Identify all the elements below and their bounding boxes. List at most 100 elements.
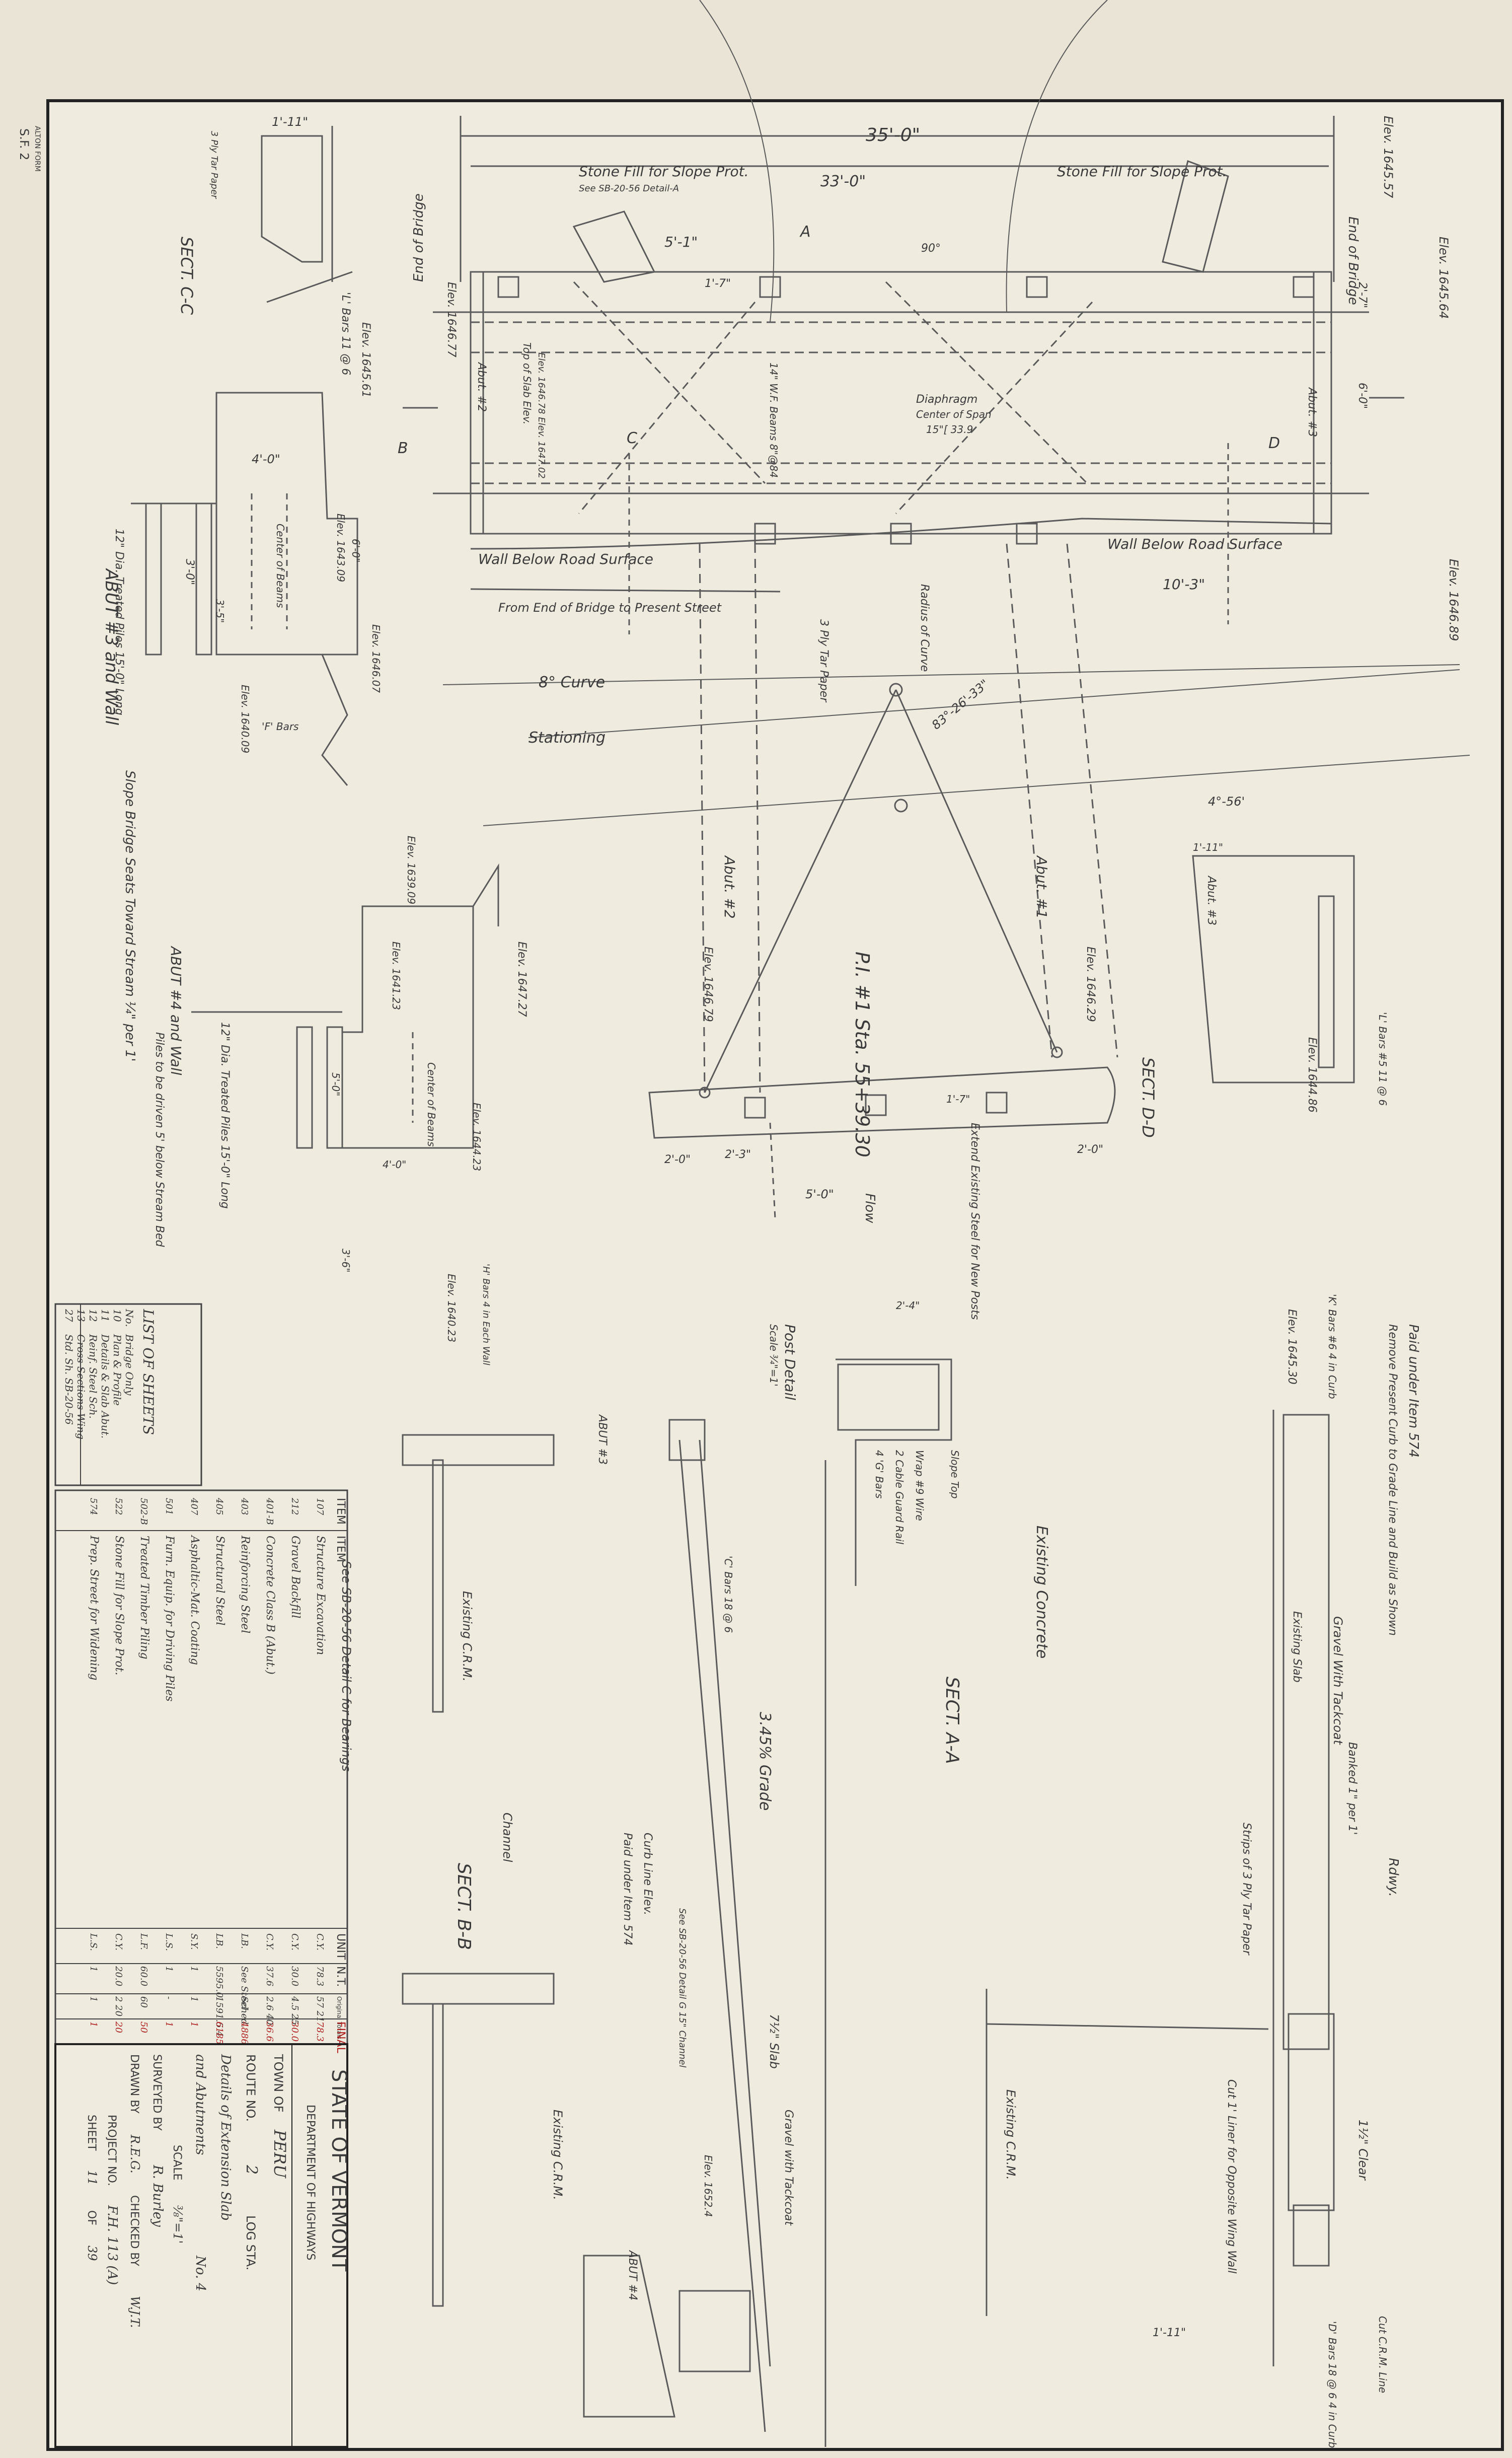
pi-station: P.I. #1 Sta. 55+39.30 bbox=[851, 952, 873, 1158]
quantity-cell: 107 bbox=[315, 1498, 325, 1515]
extend-steel: Extend Existing Steel for New Posts bbox=[968, 1123, 981, 1320]
quantity-cell: 20.0 bbox=[113, 1966, 124, 1986]
stationing: Stationing bbox=[528, 729, 606, 747]
cc-tar: 3 Ply Tar Paper bbox=[209, 131, 219, 199]
post-wrap: Wrap #9 Wire bbox=[914, 1450, 926, 1521]
quantities-header: UNIT bbox=[334, 1933, 347, 1960]
dd-dim: 1'-11" bbox=[1193, 841, 1223, 853]
bb-bars: 'C' Bars 18 @ 6 bbox=[722, 1556, 734, 1633]
plan-view bbox=[403, 0, 1470, 1219]
bb-gravel: Gravel with Tackcoat bbox=[782, 2110, 795, 2226]
abut3-label: Abut. #3 bbox=[1306, 387, 1318, 437]
quantity-cell: 30.0 bbox=[289, 1966, 300, 1986]
angle-90: 90° bbox=[921, 242, 941, 255]
wall-below-right: Wall Below Road Surface bbox=[1107, 536, 1282, 552]
lower-sections bbox=[402, 1410, 1335, 2432]
quantity-cell: 1 bbox=[189, 1966, 199, 1972]
tar-paper-plan: 3 Ply Tar Paper bbox=[817, 619, 830, 703]
quantity-cell: 78.3 bbox=[315, 2021, 325, 2042]
dd-bars: 'L' Bars #5 11 @ 6 bbox=[1377, 1012, 1389, 1106]
quantity-cell: 2.6 40 bbox=[264, 1996, 275, 2025]
details-line2: and Abutments bbox=[193, 2054, 208, 2155]
aa-rdwy: Rdwy. bbox=[1386, 1858, 1401, 1897]
quantity-cell: 60.0 bbox=[138, 1966, 149, 1986]
stone-fill-left-ref: See SB-20-56 Detail-A bbox=[579, 183, 679, 194]
elev-1646-29: Elev. 1646.29 bbox=[1084, 947, 1097, 1022]
quantity-cell: See Steel bbox=[239, 1966, 250, 2009]
dim-2-0b: 2'-0" bbox=[1077, 1143, 1103, 1156]
abut4-title: ABUT #4 and Wall bbox=[168, 946, 184, 1075]
abut4-bars: 'H' Bars 4 in Each Wall bbox=[481, 1264, 491, 1365]
aa-liner: Cut 1' Liner for Opposite Wing Wall bbox=[1225, 2079, 1238, 2274]
quantity-cell: S.Y. bbox=[189, 1933, 199, 1950]
sheet-row-number: 27 bbox=[63, 1309, 75, 1322]
quantity-cell: - bbox=[164, 1996, 174, 1999]
sheet-row-title: Bridge Only bbox=[123, 1334, 135, 1396]
quantity-cell: 1591.5 4 bbox=[214, 1996, 224, 2037]
section-mark-d: D bbox=[1268, 435, 1280, 452]
dim-inner: 33'-0" bbox=[820, 173, 866, 190]
dim-10-3: 10'-3" bbox=[1163, 576, 1205, 593]
quantity-cell: 405 bbox=[214, 1497, 224, 1515]
quantity-cell: LB. bbox=[239, 1933, 250, 1949]
post-dim: 2'-4" bbox=[896, 1299, 920, 1312]
left-section-drawings bbox=[131, 126, 1355, 2447]
checked-label: CHECKED BY bbox=[128, 2195, 140, 2266]
margin-maker: ALTON FORM bbox=[33, 126, 41, 172]
abut4-piles: 12" Dia. Treated Piles 15'-0" Long bbox=[218, 1022, 231, 1209]
quantity-item-name: Concrete Class B (Abut.) bbox=[264, 1536, 276, 1675]
aa-banked: Banked 1" per 1' bbox=[1346, 1742, 1358, 1835]
abut3-dim6: 6'-0" bbox=[350, 539, 362, 562]
aa-gravel: Gravel With Tackcoat bbox=[1331, 1616, 1345, 1746]
sheet-label: SHEET bbox=[85, 2115, 98, 2151]
elev-1645-64: Elev. 1645.64 bbox=[1437, 237, 1451, 319]
wf-beams: 14" W.F. Beams 8"@84 bbox=[768, 363, 780, 478]
abut4-dim3: 3'-6" bbox=[340, 1249, 352, 1272]
bb-crm2: Existing C.R.M. bbox=[551, 2110, 565, 2200]
from-end-of-bridge: From End of Bridge to Present Street bbox=[498, 601, 722, 615]
dim-1-7b: 1'-7" bbox=[946, 1093, 970, 1105]
abut4-note: Piles to be driven 5' below Stream Bed bbox=[153, 1032, 166, 1247]
quantity-cell: 401-B bbox=[264, 1497, 275, 1525]
sheet-row-title: Details & Slab Abut. bbox=[99, 1334, 111, 1438]
bb-grade: 3.45% Grade bbox=[756, 1712, 774, 1811]
quantity-cell: 60 bbox=[138, 1996, 149, 2008]
quantity-cell: 4886 bbox=[239, 2021, 250, 2045]
diaphragm: Diaphragm bbox=[916, 393, 977, 406]
aa-crm: Existing C.R.M. bbox=[1004, 2089, 1018, 2180]
aa-existing: Existing Concrete bbox=[1033, 1526, 1050, 1658]
dim-1-7: 1'-7" bbox=[705, 277, 731, 290]
abut3-piles: 12" Dia. Treated Piles 15'-0" Long bbox=[113, 529, 125, 715]
post-cable: 2 Cable Guard Rail bbox=[893, 1450, 905, 1545]
left-section-labels: SECT. C-C 1'-11" 3 Ply Tar Paper 'L' Bar… bbox=[101, 115, 1389, 1545]
flow: Flow bbox=[862, 1193, 877, 1223]
abut4-e1: Elev. 1641.23 bbox=[390, 942, 402, 1010]
surveyed-label: SURVEYED BY bbox=[150, 2054, 163, 2131]
abut4-e4: Elev. 1640.23 bbox=[445, 1274, 458, 1342]
sheet-row-title: Plan & Profile bbox=[111, 1334, 123, 1406]
cc-bars: 'L' Bars 11 @ 6 bbox=[339, 292, 352, 375]
quantity-item-name: Prep. Street for Widening bbox=[88, 1535, 100, 1680]
abut-no2: Abut. #2 bbox=[721, 855, 738, 919]
post-slope: Slope Top bbox=[949, 1450, 961, 1499]
end-of-bridge-left: End of Bridge bbox=[411, 193, 426, 282]
quantity-item-name: Treated Timber Piling bbox=[138, 1536, 150, 1659]
abut3-e4: Elev. 1639.09 bbox=[405, 836, 417, 904]
wall-below-left: Wall Below Road Surface bbox=[478, 551, 653, 567]
abut3-dim35: 3'-5" bbox=[214, 599, 226, 623]
post-scale: Scale ¾"=1' bbox=[768, 1324, 780, 1387]
quantity-item-name: Gravel Backfill bbox=[289, 1536, 301, 1618]
dim-2-3: 2'-3" bbox=[725, 1148, 751, 1161]
state-name: STATE OF VERMONT bbox=[327, 2069, 350, 2272]
surveyed-value: R. Burley bbox=[150, 2164, 165, 2227]
quantity-cell: 502-B bbox=[138, 1498, 149, 1525]
quantity-cell: Sched. bbox=[239, 1996, 250, 2028]
bb-elev: Elev. 1652.4 bbox=[702, 2155, 714, 2217]
abut4-dim4: 4'-0" bbox=[383, 1159, 406, 1171]
quantity-cell: 36.6 bbox=[264, 2021, 275, 2042]
bb-abut3: ABUT #3 bbox=[596, 1414, 609, 1465]
sheet-number: 11 bbox=[85, 2170, 99, 2186]
stone-fill-left: Stone Fill for Slope Prot. bbox=[579, 163, 749, 180]
quantity-cell: 522 bbox=[113, 1498, 124, 1515]
